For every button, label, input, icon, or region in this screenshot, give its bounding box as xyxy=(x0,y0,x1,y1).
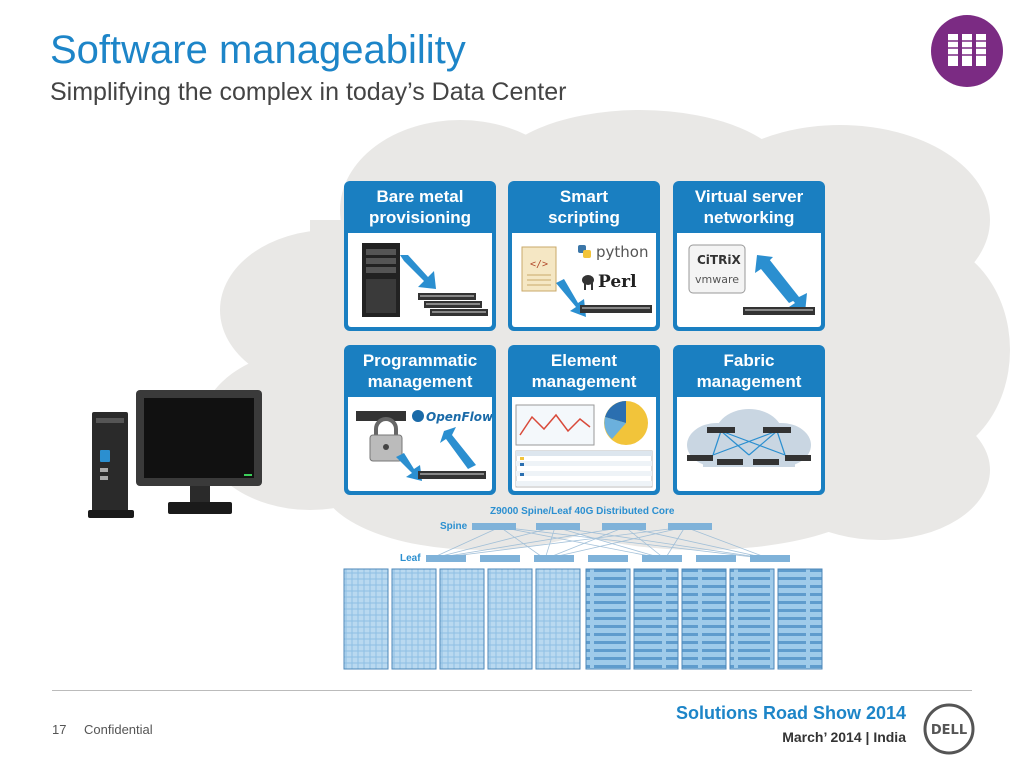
server-rack xyxy=(439,568,485,670)
card-bare-metal-provisioning: Bare metal provisioning xyxy=(344,181,496,331)
spine-leaf-fabric-diagram xyxy=(426,523,790,562)
spine-switch xyxy=(472,523,516,530)
script-document-icon: </> xyxy=(521,246,557,292)
spine-switch xyxy=(602,523,646,530)
slide-title: Software manageability xyxy=(50,28,466,72)
card-fabric-management: Fabric management xyxy=(673,345,825,495)
card-illustration: </> python Perl xyxy=(512,233,656,327)
openflow-logo-icon xyxy=(412,410,424,422)
card-virtual-server-networking: Virtual server networking CiTRiX vmware xyxy=(673,181,825,331)
python-logo-icon xyxy=(578,245,591,258)
server-rack xyxy=(487,568,533,670)
footer-divider xyxy=(52,690,972,691)
line-chart-icon xyxy=(515,404,595,446)
fabric-cloud-icon xyxy=(687,409,811,467)
event-name: Solutions Road Show 2014 xyxy=(675,703,906,723)
leaf-switch xyxy=(480,555,520,562)
card-element-management: Element management xyxy=(508,345,660,495)
card-illustration: OpenFlow xyxy=(348,397,492,491)
vmware-logo: vmware xyxy=(695,273,739,286)
server-rack xyxy=(391,568,437,670)
spine-switch xyxy=(668,523,712,530)
svg-text:DELL: DELL xyxy=(931,723,967,738)
leaf-switch xyxy=(750,555,790,562)
leaf-switch xyxy=(426,555,466,562)
server-tower-icon xyxy=(362,243,488,317)
leaf-switch xyxy=(642,555,682,562)
pie-chart-icon xyxy=(604,401,648,445)
card-illustration xyxy=(677,397,821,491)
server-rack-icon xyxy=(931,15,1003,87)
server-rack xyxy=(729,568,775,670)
fabric-title: Z9000 Spine/Leaf 40G Distributed Core xyxy=(490,506,675,517)
card-label: Element management xyxy=(531,351,637,391)
leaf-switch xyxy=(696,555,736,562)
card-label: Fabric management xyxy=(696,351,802,391)
dell-logo-icon: DELL xyxy=(923,703,975,755)
data-table-icon xyxy=(515,450,653,488)
openflow-label: OpenFlow xyxy=(426,410,492,424)
card-programmatic-management: Programmatic management OpenFlow xyxy=(344,345,496,495)
server-rack xyxy=(585,568,631,670)
padlock-icon xyxy=(369,417,403,462)
spine-switch xyxy=(536,523,580,530)
leaf-label: Leaf xyxy=(400,553,421,564)
card-label: Virtual server networking xyxy=(694,187,804,227)
perl-label: Perl xyxy=(598,272,637,292)
card-smart-scripting: Smart scripting </> python Perl xyxy=(508,181,660,331)
leaf-switch xyxy=(534,555,574,562)
citrix-logo: CiTRiX xyxy=(697,253,741,267)
card-illustration: CiTRiX vmware xyxy=(677,233,821,327)
python-label: python xyxy=(596,243,648,261)
leaf-switch xyxy=(588,555,628,562)
perl-camel-icon xyxy=(582,275,594,290)
card-illustration xyxy=(348,233,492,327)
server-rack xyxy=(633,568,679,670)
page-number: 17 xyxy=(52,722,67,737)
card-label: Smart scripting xyxy=(548,187,620,227)
server-rack xyxy=(535,568,581,670)
server-rack xyxy=(343,568,389,670)
spine-label: Spine xyxy=(440,521,468,532)
svg-text:</>: </> xyxy=(530,259,548,270)
server-rack xyxy=(681,568,727,670)
card-label: Programmatic management xyxy=(362,351,478,391)
desktop-computer-icon xyxy=(88,390,262,518)
event-date: March’ 2014 | India xyxy=(782,729,906,745)
card-illustration xyxy=(512,397,656,491)
confidential-label: Confidential xyxy=(84,722,153,737)
server-racks xyxy=(343,568,823,670)
slide-subtitle: Simplifying the complex in today’s Data … xyxy=(50,78,567,106)
card-label: Bare metal provisioning xyxy=(369,187,471,227)
server-rack xyxy=(777,568,823,670)
